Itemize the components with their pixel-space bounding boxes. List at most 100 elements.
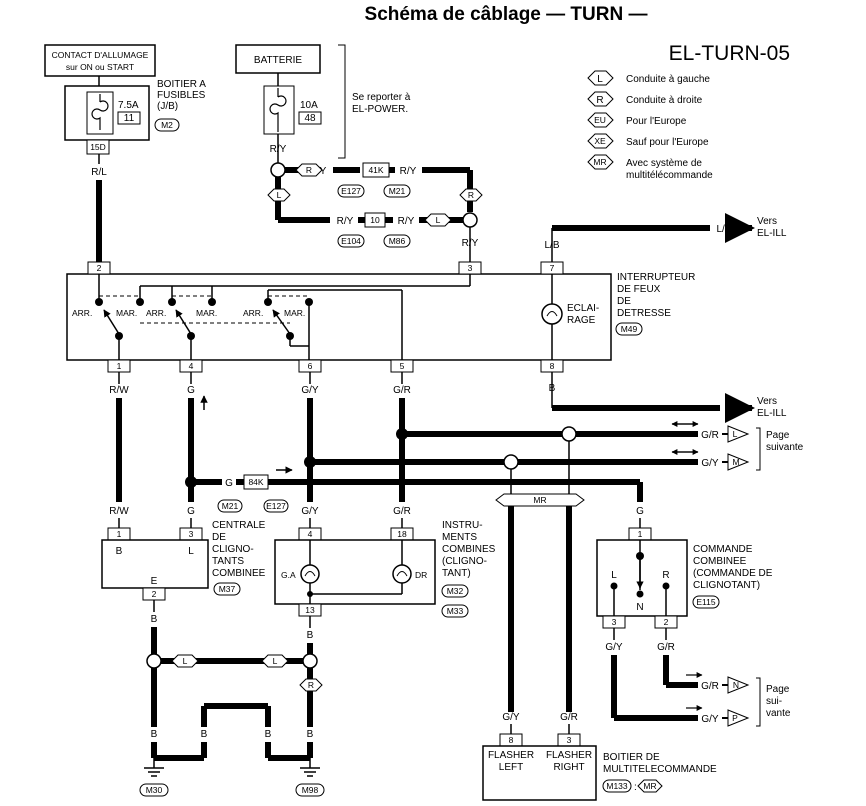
ground-icon [144, 767, 164, 777]
svg-text:G/Y: G/Y [701, 458, 719, 469]
svg-text:M33: M33 [447, 606, 464, 616]
combination-switch: 1 L R N 3 2 COMMANDE COMBINEE (COMMANDE … [596, 527, 773, 629]
svg-text:8: 8 [550, 361, 555, 371]
svg-text:Page: Page [766, 430, 790, 441]
svg-text:4: 4 [189, 361, 194, 371]
legend-item-mr: MR Avec système de multitélécommande [587, 154, 713, 181]
svg-text:2: 2 [664, 617, 669, 627]
svg-text:BOITIER DE: BOITIER DE [603, 752, 660, 763]
combination-flasher-unit: 1 3 B L E 2 CENTRALE DE CLIGNO- TANTS CO… [101, 520, 266, 601]
svg-text:DETRESSE: DETRESSE [617, 308, 671, 319]
svg-text:L: L [188, 546, 194, 557]
svg-text:G: G [187, 506, 195, 517]
svg-text:ARR.: ARR. [146, 308, 166, 318]
svg-text:E: E [151, 576, 158, 587]
svg-text:8: 8 [509, 735, 514, 745]
svg-text:CLIGNO-: CLIGNO- [212, 544, 254, 555]
svg-text:ECLAI-: ECLAI- [567, 303, 599, 314]
svg-text:5: 5 [400, 361, 405, 371]
svg-text:10: 10 [370, 215, 380, 225]
svg-text:N: N [636, 602, 643, 613]
legend: L Conduite à gauche R Conduite à droite … [587, 70, 713, 181]
opt-mr-tag [495, 493, 585, 507]
svg-text:B: B [151, 729, 158, 740]
svg-text::: : [634, 782, 637, 793]
svg-text:L: L [436, 215, 441, 225]
svg-text:CENTRALE: CENTRALE [212, 520, 266, 531]
svg-text:G/R: G/R [701, 430, 719, 441]
svg-text:RAGE: RAGE [567, 315, 596, 326]
svg-text:INTERRUPTEUR: INTERRUPTEUR [617, 272, 695, 283]
svg-text:6: 6 [308, 361, 313, 371]
page-title: Schéma de câblage — TURN — [365, 4, 648, 25]
svg-text:E115: E115 [696, 597, 715, 607]
svg-text:G/Y: G/Y [301, 385, 319, 396]
svg-text:G: G [187, 385, 195, 396]
svg-text:7.5A: 7.5A [118, 100, 139, 111]
svg-text:R: R [468, 190, 474, 200]
svg-text:11: 11 [124, 113, 135, 124]
svg-text:E127: E127 [266, 501, 286, 511]
svg-text:Sauf pour l'Europe: Sauf pour l'Europe [626, 137, 709, 148]
svg-text:R/Y: R/Y [462, 238, 479, 249]
svg-text:MR: MR [593, 157, 606, 167]
hazard-outputs: R/W R/W G G 84K M21 E127 G G/Y G/Y G/R G… [109, 372, 804, 734]
legend-item-l: L Conduite à gauche [587, 70, 710, 86]
svg-text:EU: EU [594, 115, 606, 125]
svg-text:LEFT: LEFT [499, 762, 523, 773]
svg-text:(COMMANDE DE: (COMMANDE DE [693, 568, 773, 579]
svg-text:Page: Page [766, 684, 790, 695]
svg-text:MR: MR [643, 781, 656, 791]
svg-text:EL-POWER.: EL-POWER. [352, 104, 408, 115]
svg-text:CONTACT D'ALLUMAGE: CONTACT D'ALLUMAGE [52, 50, 149, 60]
opt-r-tag [295, 163, 323, 177]
svg-text:B: B [726, 404, 733, 415]
svg-text:3: 3 [189, 529, 194, 539]
svg-text:BOITIER A: BOITIER A [157, 79, 206, 90]
svg-text:1: 1 [638, 529, 643, 539]
svg-text:G: G [225, 478, 233, 489]
svg-text:G/R: G/R [701, 681, 719, 692]
svg-text:M21: M21 [389, 186, 406, 196]
svg-text:M2: M2 [161, 120, 173, 130]
svg-text:L: L [277, 190, 282, 200]
svg-text:COMMANDE: COMMANDE [693, 544, 753, 555]
legend-item-eu: EU Pour l'Europe [587, 112, 687, 128]
svg-text:RIGHT: RIGHT [553, 762, 584, 773]
svg-text:DR: DR [415, 570, 427, 580]
svg-text:FUSIBLES: FUSIBLES [157, 90, 206, 101]
svg-text:TANTS: TANTS [212, 556, 244, 567]
svg-text:4: 4 [308, 529, 313, 539]
svg-text:G/R: G/R [393, 385, 411, 396]
svg-text:sur ON ou START: sur ON ou START [66, 62, 134, 72]
svg-text:MULTITELECOMMANDE: MULTITELECOMMANDE [603, 764, 717, 775]
svg-text:R/W: R/W [109, 385, 129, 396]
svg-text:multitélécommande: multitélécommande [626, 170, 713, 181]
svg-text:15D: 15D [90, 142, 106, 152]
svg-text:B: B [307, 729, 314, 740]
svg-text:2: 2 [152, 589, 157, 599]
svg-text:MENTS: MENTS [442, 532, 477, 543]
svg-text:Pour l'Europe: Pour l'Europe [626, 116, 687, 127]
svg-text:P: P [732, 713, 738, 723]
svg-text:G/R: G/R [393, 506, 411, 517]
fuse-block: 7.5A 11 BOITIER A FUSIBLES (J/B) M2 15D [64, 79, 206, 155]
svg-text:G: G [636, 506, 644, 517]
svg-text:(J/B): (J/B) [157, 101, 178, 112]
svg-text:G/R: G/R [560, 712, 578, 723]
svg-text:B: B [307, 630, 314, 641]
svg-text:L/B: L/B [716, 224, 731, 235]
svg-text:L: L [733, 429, 738, 439]
svg-text:sui-: sui- [766, 696, 782, 707]
svg-text:DE: DE [617, 296, 631, 307]
svg-text:3: 3 [612, 617, 617, 627]
svg-text:M21: M21 [222, 501, 239, 511]
svg-text:B: B [151, 614, 158, 625]
svg-text:R/Y: R/Y [400, 166, 417, 177]
svg-text:1: 1 [117, 361, 122, 371]
svg-text:M98: M98 [302, 785, 319, 795]
svg-text:E127: E127 [341, 186, 361, 196]
svg-text:13: 13 [305, 605, 315, 615]
svg-text:R/W: R/W [109, 506, 129, 517]
svg-text:G/Y: G/Y [502, 712, 520, 723]
